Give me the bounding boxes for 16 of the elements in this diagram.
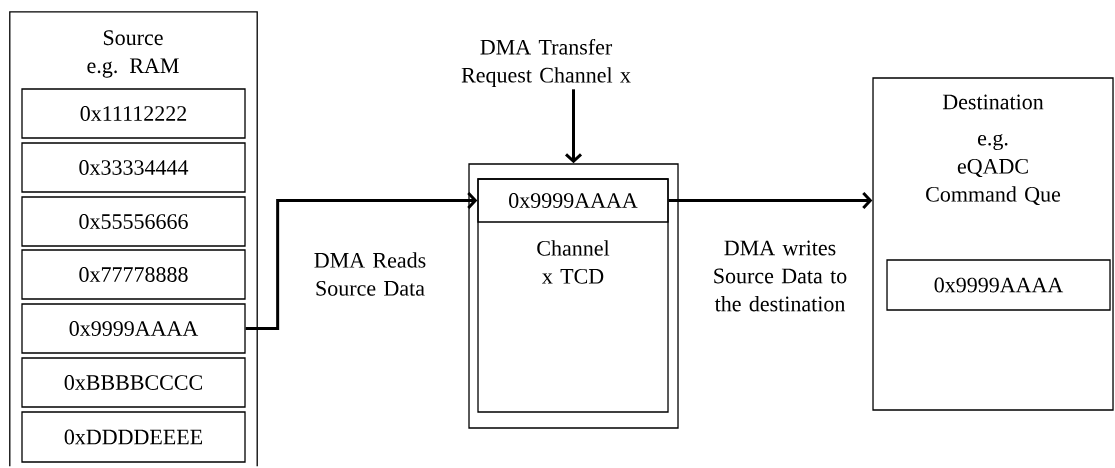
arrow: [565, 89, 583, 164]
memory-cell: 0x9999AAAA: [886, 259, 1111, 311]
tcd-outer-box: [468, 163, 679, 429]
data-cell: 0x9999AAAA: [477, 178, 669, 223]
memory-cell: 0x55556666: [21, 196, 246, 247]
memory-cell: 0x9999AAAA: [21, 303, 246, 354]
memory-cell: 0x11112222: [21, 88, 246, 139]
edge-label: DMA Reads Source Data: [314, 252, 426, 296]
edge-label: DMA writes Source Data to the destination: [714, 240, 847, 312]
memory-cell: 0xDDDDEEEE: [21, 411, 246, 463]
memory-cell: 0x33334444: [21, 142, 246, 193]
request-text: DMA Transfer Request Channel x: [461, 38, 631, 88]
memory-cell: 0x77778888: [21, 249, 246, 300]
memory-cell: 0xBBBBCCCC: [21, 357, 246, 408]
arrow: [245, 191, 478, 330]
arrow: [668, 191, 873, 210]
